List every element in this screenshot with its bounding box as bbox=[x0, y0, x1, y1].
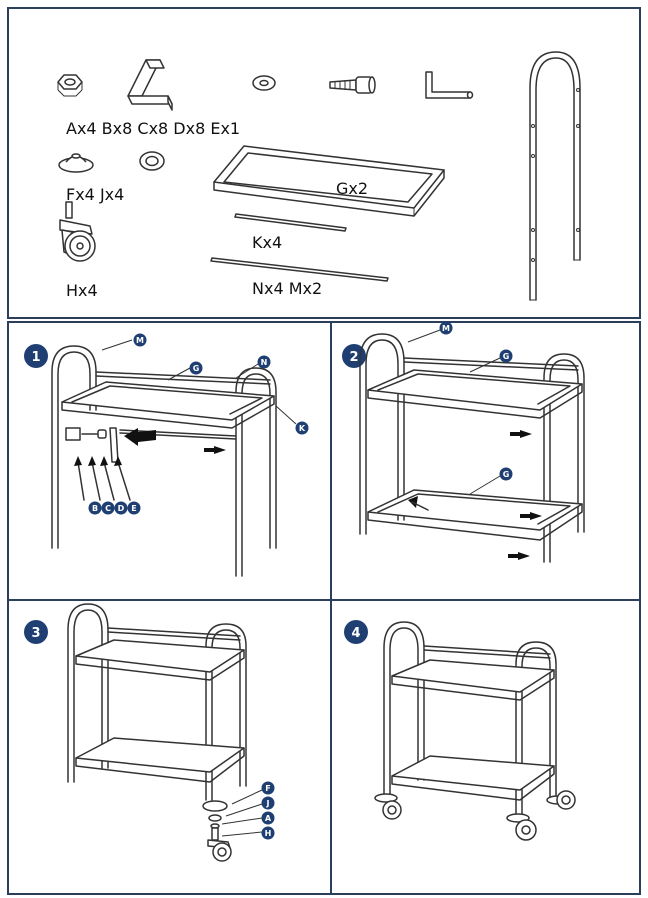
step-1-drawing bbox=[51, 339, 297, 577]
step-3-callout-a: A bbox=[261, 811, 275, 825]
part-g-tray-icon bbox=[213, 145, 445, 217]
step-1-callout-b: B bbox=[88, 501, 102, 515]
step-2-drawing bbox=[359, 329, 585, 563]
step-1-callout-c: C bbox=[101, 501, 115, 515]
step-1-callout-n: N bbox=[257, 355, 271, 369]
svg-text:H: H bbox=[265, 829, 272, 838]
svg-text:M: M bbox=[442, 324, 450, 333]
part-j-ring-washer-icon bbox=[139, 151, 165, 171]
part-b-bracket-icon bbox=[127, 59, 173, 111]
parts-row2-label: Fx4 Jx4 bbox=[66, 185, 124, 204]
parts-long-rods-label: Nx4 Mx2 bbox=[252, 279, 322, 298]
parts-row1-label: Ax4 Bx8 Cx8 Dx8 Ex1 bbox=[66, 119, 240, 138]
part-d-bolt-icon bbox=[329, 76, 376, 94]
part-k-short-rod-icon bbox=[234, 213, 347, 232]
step-1-callout-d: D bbox=[114, 501, 128, 515]
svg-text:A: A bbox=[265, 814, 272, 823]
part-h-caster-icon bbox=[59, 201, 96, 262]
step-3-badge: 3 bbox=[24, 620, 48, 644]
svg-text:E: E bbox=[131, 504, 136, 513]
part-c-washer-icon bbox=[252, 75, 276, 91]
step-2-callout-g-upper: G bbox=[499, 349, 513, 363]
svg-text:D: D bbox=[118, 504, 125, 513]
part-f-foot-pad-icon bbox=[58, 153, 94, 173]
steps-panel bbox=[7, 321, 641, 895]
svg-text:4: 4 bbox=[351, 626, 360, 641]
part-e-hex-key-icon bbox=[425, 71, 474, 99]
parts-caster-label: Hx4 bbox=[66, 281, 98, 300]
step-2-callout-m: M bbox=[439, 321, 453, 335]
svg-text:3: 3 bbox=[31, 626, 40, 641]
parts-tray-label: Gx2 bbox=[336, 179, 368, 198]
step-1-callout-m: M bbox=[133, 333, 147, 347]
svg-text:G: G bbox=[503, 470, 510, 479]
step-2-callout-g-lower: G bbox=[499, 467, 513, 481]
step-3-callout-j: J bbox=[261, 796, 275, 810]
step-4-badge: 4 bbox=[344, 620, 368, 644]
step-1-callout-e: E bbox=[127, 501, 141, 515]
svg-text:C: C bbox=[105, 504, 111, 513]
svg-text:G: G bbox=[193, 364, 200, 373]
svg-text:G: G bbox=[503, 352, 510, 361]
step-1-badge: 1 bbox=[24, 344, 48, 368]
svg-text:K: K bbox=[299, 424, 306, 433]
step-1-callout-g: G bbox=[189, 361, 203, 375]
step-4-drawing bbox=[374, 621, 576, 841]
step-3-callout-f: F bbox=[261, 781, 275, 795]
svg-text:M: M bbox=[136, 336, 144, 345]
svg-text:F: F bbox=[265, 784, 270, 793]
side-frame-icon bbox=[529, 51, 581, 301]
parts-panel bbox=[7, 7, 641, 319]
svg-text:1: 1 bbox=[31, 350, 40, 365]
part-a-nut-icon bbox=[57, 74, 83, 97]
step-3-drawing bbox=[67, 603, 263, 862]
step-1-callout-k: K bbox=[295, 421, 309, 435]
step-3-callout-h: H bbox=[261, 826, 275, 840]
svg-text:N: N bbox=[261, 358, 268, 367]
parts-short-rod-label: Kx4 bbox=[252, 233, 282, 252]
svg-text:2: 2 bbox=[349, 350, 358, 365]
svg-text:J: J bbox=[266, 799, 270, 808]
part-n-long-rod-icon bbox=[210, 257, 389, 282]
svg-text:B: B bbox=[92, 504, 98, 513]
